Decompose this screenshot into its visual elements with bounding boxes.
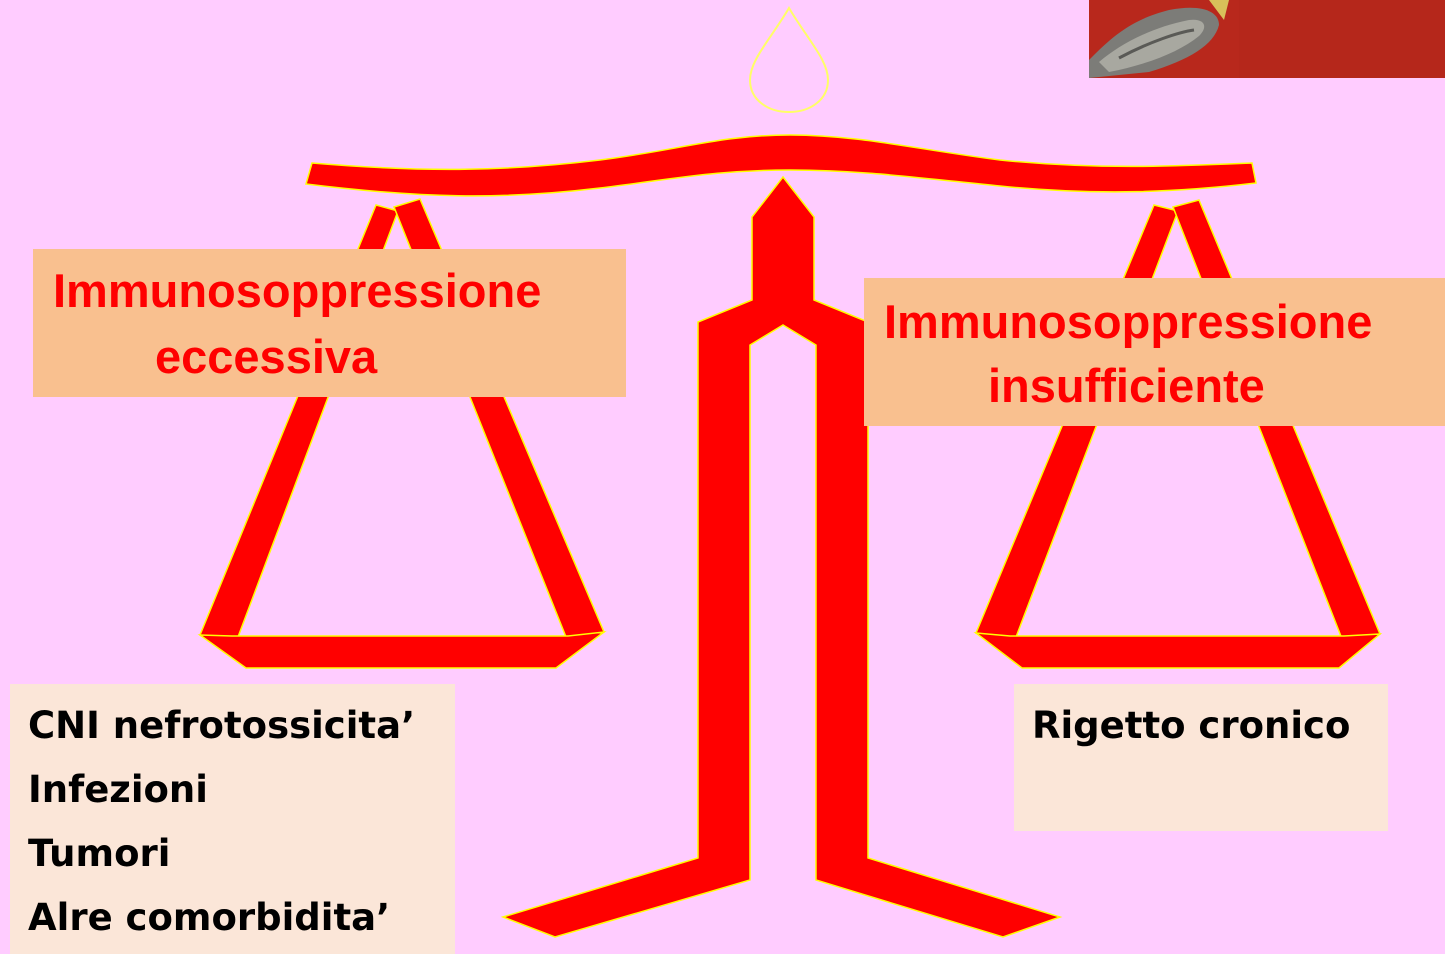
list-item: Infezioni	[28, 768, 208, 811]
excessive-immunosuppression-label: Immunosoppressione eccessiva	[33, 249, 626, 397]
list-item: CNI nefrotossicita’	[28, 704, 415, 747]
left-label-line1: Immunosoppressione	[53, 263, 541, 319]
right-pan	[976, 200, 1380, 668]
list-item: Alre comorbidita’	[28, 896, 390, 939]
right-label-line2: insufficiente	[988, 358, 1265, 414]
left-label-line2: eccessiva	[155, 329, 377, 385]
insufficient-consequences-list: Rigetto cronico	[1014, 684, 1388, 831]
drop-icon	[750, 8, 828, 112]
corner-photo	[1089, 0, 1445, 78]
right-label-line1: Immunosoppressione	[884, 294, 1372, 350]
list-item: Rigetto cronico	[1032, 704, 1350, 747]
excessive-consequences-list: CNI nefrotossicita’ Infezioni Tumori Alr…	[10, 684, 455, 954]
insufficient-immunosuppression-label: Immunosoppressione insufficiente	[864, 278, 1445, 426]
list-item: Tumori	[28, 832, 170, 875]
